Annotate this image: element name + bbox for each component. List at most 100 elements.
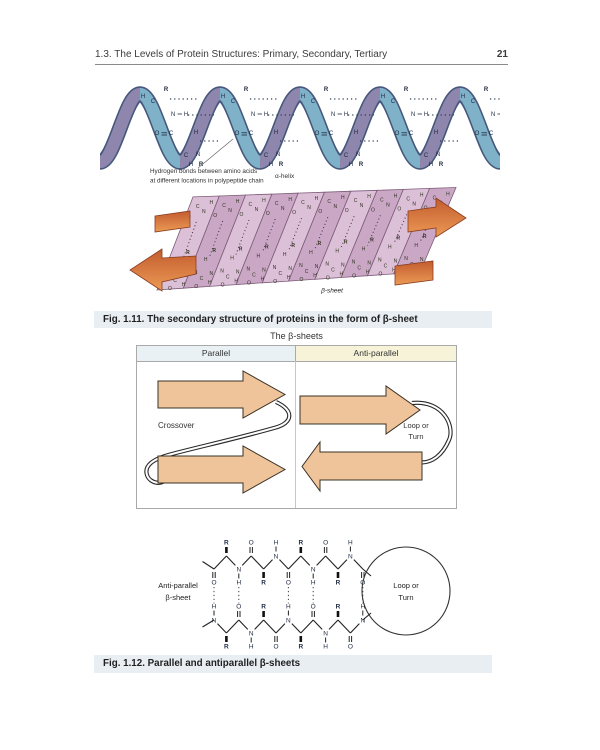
loop-connector [362,568,372,577]
atom-label: C [264,153,269,159]
atom-label: N [333,204,337,210]
atom-label: N [251,112,255,118]
atom-label: N [325,261,329,267]
parallel-arrow-top [157,370,287,419]
atom-label: C [249,131,254,137]
atom-label: O [378,272,382,278]
atom-label: H [341,195,345,201]
atom-label: N [299,263,303,269]
oxygen-label: O [348,644,353,651]
atom-label: O [345,208,349,214]
oxygen-label: O [286,580,291,587]
atom-label: H [349,162,353,168]
atom-label: C [151,99,156,105]
atom-label: R [484,87,489,93]
oxygen-label: O [323,540,328,547]
beta-sheets-table-title: The β-sheets [270,331,323,341]
backbone-bond [316,555,326,566]
backbone-bond [238,619,249,630]
ribbon-segment [377,87,423,169]
atom-label: N [360,203,364,209]
atom-label: N [491,112,495,118]
ribbon-segment [217,87,263,169]
atom-label: N [412,201,416,207]
atom-label: O [475,131,480,137]
table-body-diagrams: Crossover Loop or Turn [144,370,453,494]
hydrogen-bond-dots [235,219,250,255]
atom-label: O [371,207,375,213]
atom-label: H [274,130,278,136]
antiparallel-arrow-bottom [301,440,423,493]
backbone-bond [337,559,348,570]
atom-label: C [278,271,282,277]
atom-label: O [273,279,277,285]
oxygen-label: O [249,540,254,547]
beta-sheets-table: Parallel Anti-parallel [136,345,457,509]
atom-label: C [200,276,204,282]
atom-label: H [367,194,371,200]
r-group-label: R [336,604,341,611]
atom-label: C [327,199,331,205]
loop-circle [361,546,451,636]
atom-label: H [236,199,240,205]
atom-label: O [315,131,320,137]
atom-label: N [404,256,408,262]
atom-label: H [414,243,418,249]
hydrogen-bond-dots [288,217,303,252]
atom-label: C [252,273,256,279]
nitrogen-label: N [323,630,328,637]
figure-1-11-caption: Fig. 1.11. The secondary structure of pr… [94,311,492,328]
atom-label: N [367,260,371,266]
atom-label: H [184,112,188,118]
hydrogen-label: H [236,580,241,587]
backbone-bond [279,559,289,570]
loop-or-turn-label-line2: Turn [408,432,423,441]
strand-tail-bottom-right [394,260,434,286]
atom-label: O [221,282,225,288]
hydrogen-bond-dots [209,220,224,257]
hydrogen-label: H [212,604,217,611]
atom-label: C [184,153,189,159]
atom-label: O [168,286,172,292]
atom-label: O [266,211,270,217]
backbone-bond [226,619,240,634]
atom-label: H [429,162,433,168]
atom-label: N [281,206,285,212]
atom-label: N [288,266,292,272]
atom-label: C [329,131,334,137]
atom-label: H [424,112,428,118]
backbone-bond [250,555,264,570]
ribbon-segment [100,87,143,169]
atom-label: H [141,94,145,100]
atom-label: O [247,281,251,287]
hydrogen-label: H [286,604,291,611]
atom-label: H [461,94,465,100]
helix-ribbon [100,86,500,170]
annotation-pointer-line [197,138,234,169]
strand-arrow-bottom-left [129,248,197,292]
atom-label: O [300,277,304,283]
atom-label: R [212,248,216,254]
atom-label: C [471,99,476,105]
atom-label: N [228,208,232,214]
atom-label: N [352,259,356,265]
atom-label: R [164,87,169,93]
page-number: 21 [496,49,508,60]
strand-tail-top-left [154,210,191,233]
r-group-label: R [298,644,303,651]
loop-connector-inner [411,401,452,464]
nitrogen-label: N [286,617,291,624]
atom-label: N [411,112,415,118]
hydrogen-label: H [360,604,365,611]
backbone-bond [263,619,277,634]
atom-label: H [287,275,291,281]
atom-label: N [378,258,382,264]
terminal-bond [202,561,215,570]
backbone-bond [312,619,323,630]
atom-label: R [239,246,243,252]
backbone-bond [300,555,311,566]
ribbon-segment [257,87,303,169]
atom-label: H [340,271,344,277]
atom-label: C [354,198,358,204]
hydrogen-label: H [348,540,353,547]
